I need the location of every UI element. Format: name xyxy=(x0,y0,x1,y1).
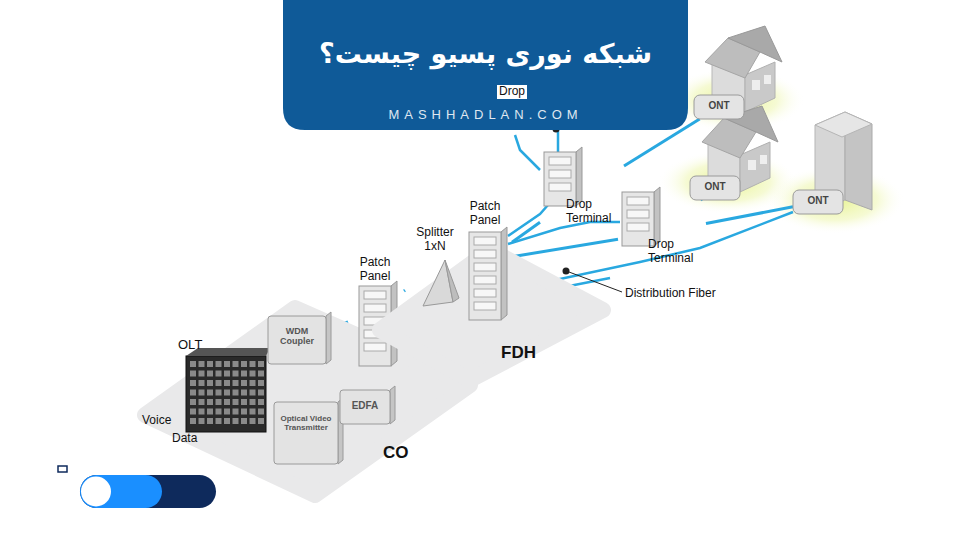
node-text: Drop Terminal xyxy=(566,198,622,226)
ont-device: ONT xyxy=(690,176,740,200)
fiber-bundle xyxy=(508,105,793,298)
ont-shape xyxy=(690,176,740,200)
title: شبکه نوری پسیو چیست؟ xyxy=(283,38,688,69)
video-transmitter: Optical Video Transmitter xyxy=(274,402,338,464)
part-name: Distribution Fiber xyxy=(625,287,716,301)
signal-name: Data xyxy=(172,432,197,446)
fdh-region: FDHSplitter 1xNPatch Panel xyxy=(375,245,610,385)
box-shape xyxy=(268,312,331,364)
video-transmitter-outline xyxy=(274,402,338,464)
box-shape xyxy=(340,386,395,424)
patch-panel: Patch Panel xyxy=(460,200,512,322)
decor-pill xyxy=(58,466,216,508)
drop-terminal: Drop Terminal xyxy=(618,192,706,272)
olt-shape xyxy=(186,348,270,432)
fiber-connector xyxy=(706,207,793,224)
edfa-box: EDFA xyxy=(340,390,390,424)
node-text: CO xyxy=(383,443,433,463)
watermark: MASHHADLAN.COM xyxy=(283,108,688,123)
node-text: ONT xyxy=(696,100,742,112)
signal-name: Voice xyxy=(142,414,171,428)
title-banner xyxy=(283,0,688,130)
part-name: Drop xyxy=(497,85,527,99)
leader-dot xyxy=(563,268,570,275)
node-text: ONT xyxy=(795,195,841,207)
ont-shape xyxy=(694,95,744,119)
wdm-coupler: WDM Coupler xyxy=(268,316,326,364)
fiber-connector xyxy=(512,239,618,256)
node-text: FDH xyxy=(501,343,551,363)
node-text: WDM Coupler xyxy=(270,326,324,347)
fiber-connector xyxy=(512,222,540,242)
rack-shape xyxy=(469,227,507,320)
fiber-connector xyxy=(404,289,405,293)
node-text: ONT xyxy=(692,181,738,193)
node-text: Drop Terminal xyxy=(648,238,704,266)
node-text: OLT xyxy=(178,338,218,353)
node-text: Patch Panel xyxy=(348,256,402,284)
node-text: Optical Video Transmitter xyxy=(276,414,336,432)
ont-shape xyxy=(793,190,843,214)
ont-device: ONT xyxy=(793,190,843,214)
drop-terminal: Drop Terminal xyxy=(540,152,624,232)
fiber-connector xyxy=(624,119,700,166)
splitter: Splitter 1xN xyxy=(405,226,467,308)
ont-device: ONT xyxy=(694,95,744,119)
node-text: Splitter 1xN xyxy=(405,226,465,254)
node-text: EDFA xyxy=(342,400,388,412)
olt-box: OLT xyxy=(178,338,268,434)
olt-box-outline xyxy=(178,338,268,434)
node-text: Patch Panel xyxy=(460,200,510,228)
splitter-shape xyxy=(423,260,459,306)
box-shape xyxy=(274,398,343,464)
